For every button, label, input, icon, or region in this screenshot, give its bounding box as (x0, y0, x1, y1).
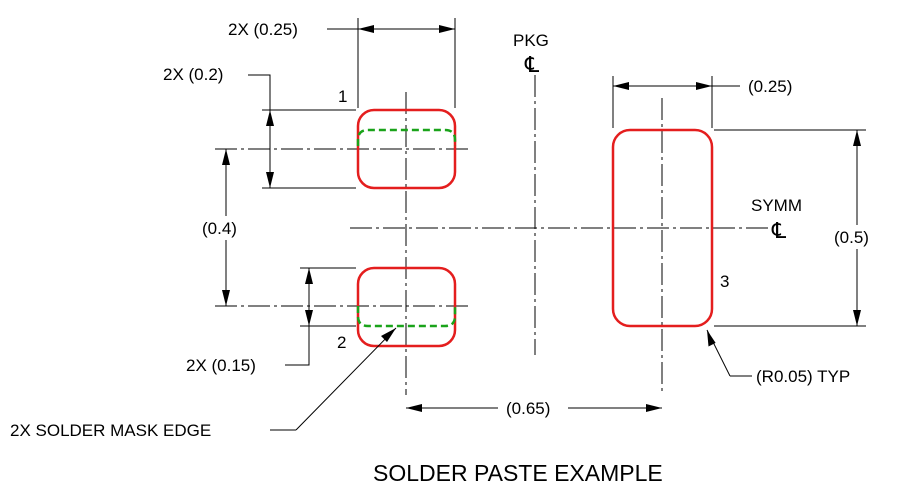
arrowhead (305, 268, 313, 284)
symm-label: SYMM (751, 196, 802, 215)
dim-pad-height-label: 2X (0.2) (163, 65, 223, 84)
arrowhead (305, 310, 313, 326)
arrowhead (613, 82, 629, 90)
arrowhead (381, 328, 396, 342)
dim-pitch-vertical-label: (0.4) (202, 219, 237, 238)
arrowhead (853, 310, 861, 326)
arrowhead (853, 130, 861, 146)
corner-radius-label: (R0.05) TYP (756, 367, 850, 386)
solder-mask-edge-2 (356, 306, 457, 328)
dim-pad-width-label: 2X (0.25) (228, 20, 298, 39)
solder-mask-edge-label: 2X SOLDER MASK EDGE (10, 421, 211, 440)
leader-line (295, 327, 397, 431)
arrowhead (696, 82, 712, 90)
arrowhead (406, 404, 422, 412)
pkg-label: PKG (513, 31, 549, 50)
pad-3 (611, 128, 714, 328)
symm-centerline-symbol: ℄ (771, 219, 787, 244)
pin-number-1: 1 (338, 87, 347, 106)
pkg-centerline-symbol: ℄ (524, 53, 540, 78)
arrowhead (646, 404, 662, 412)
label-mask (830, 225, 884, 249)
drawing-title: SOLDER PASTE EXAMPLE (373, 460, 663, 486)
dim-pad-height-bottom-label: 2X (0.15) (186, 356, 256, 375)
leader-line (285, 326, 310, 366)
dim-pad3-width-label: (0.25) (748, 77, 792, 96)
leader-line (248, 74, 271, 110)
pin-number-3: 3 (720, 272, 729, 291)
arrowhead (707, 330, 716, 347)
dim-pitch-horizontal-label: (0.65) (506, 399, 550, 418)
arrowhead (439, 25, 455, 33)
label-mask (197, 216, 255, 240)
pad-1 (356, 108, 457, 190)
pin-number-2: 2 (337, 333, 346, 352)
solder-mask-edge-1 (356, 128, 457, 146)
arrowhead (358, 25, 374, 33)
arrowhead (266, 110, 274, 126)
arrowhead (222, 290, 230, 306)
dim-pad3-height-label: (0.5) (834, 228, 869, 247)
arrowhead (222, 149, 230, 165)
arrowhead (266, 172, 274, 188)
label-mask (498, 396, 568, 420)
